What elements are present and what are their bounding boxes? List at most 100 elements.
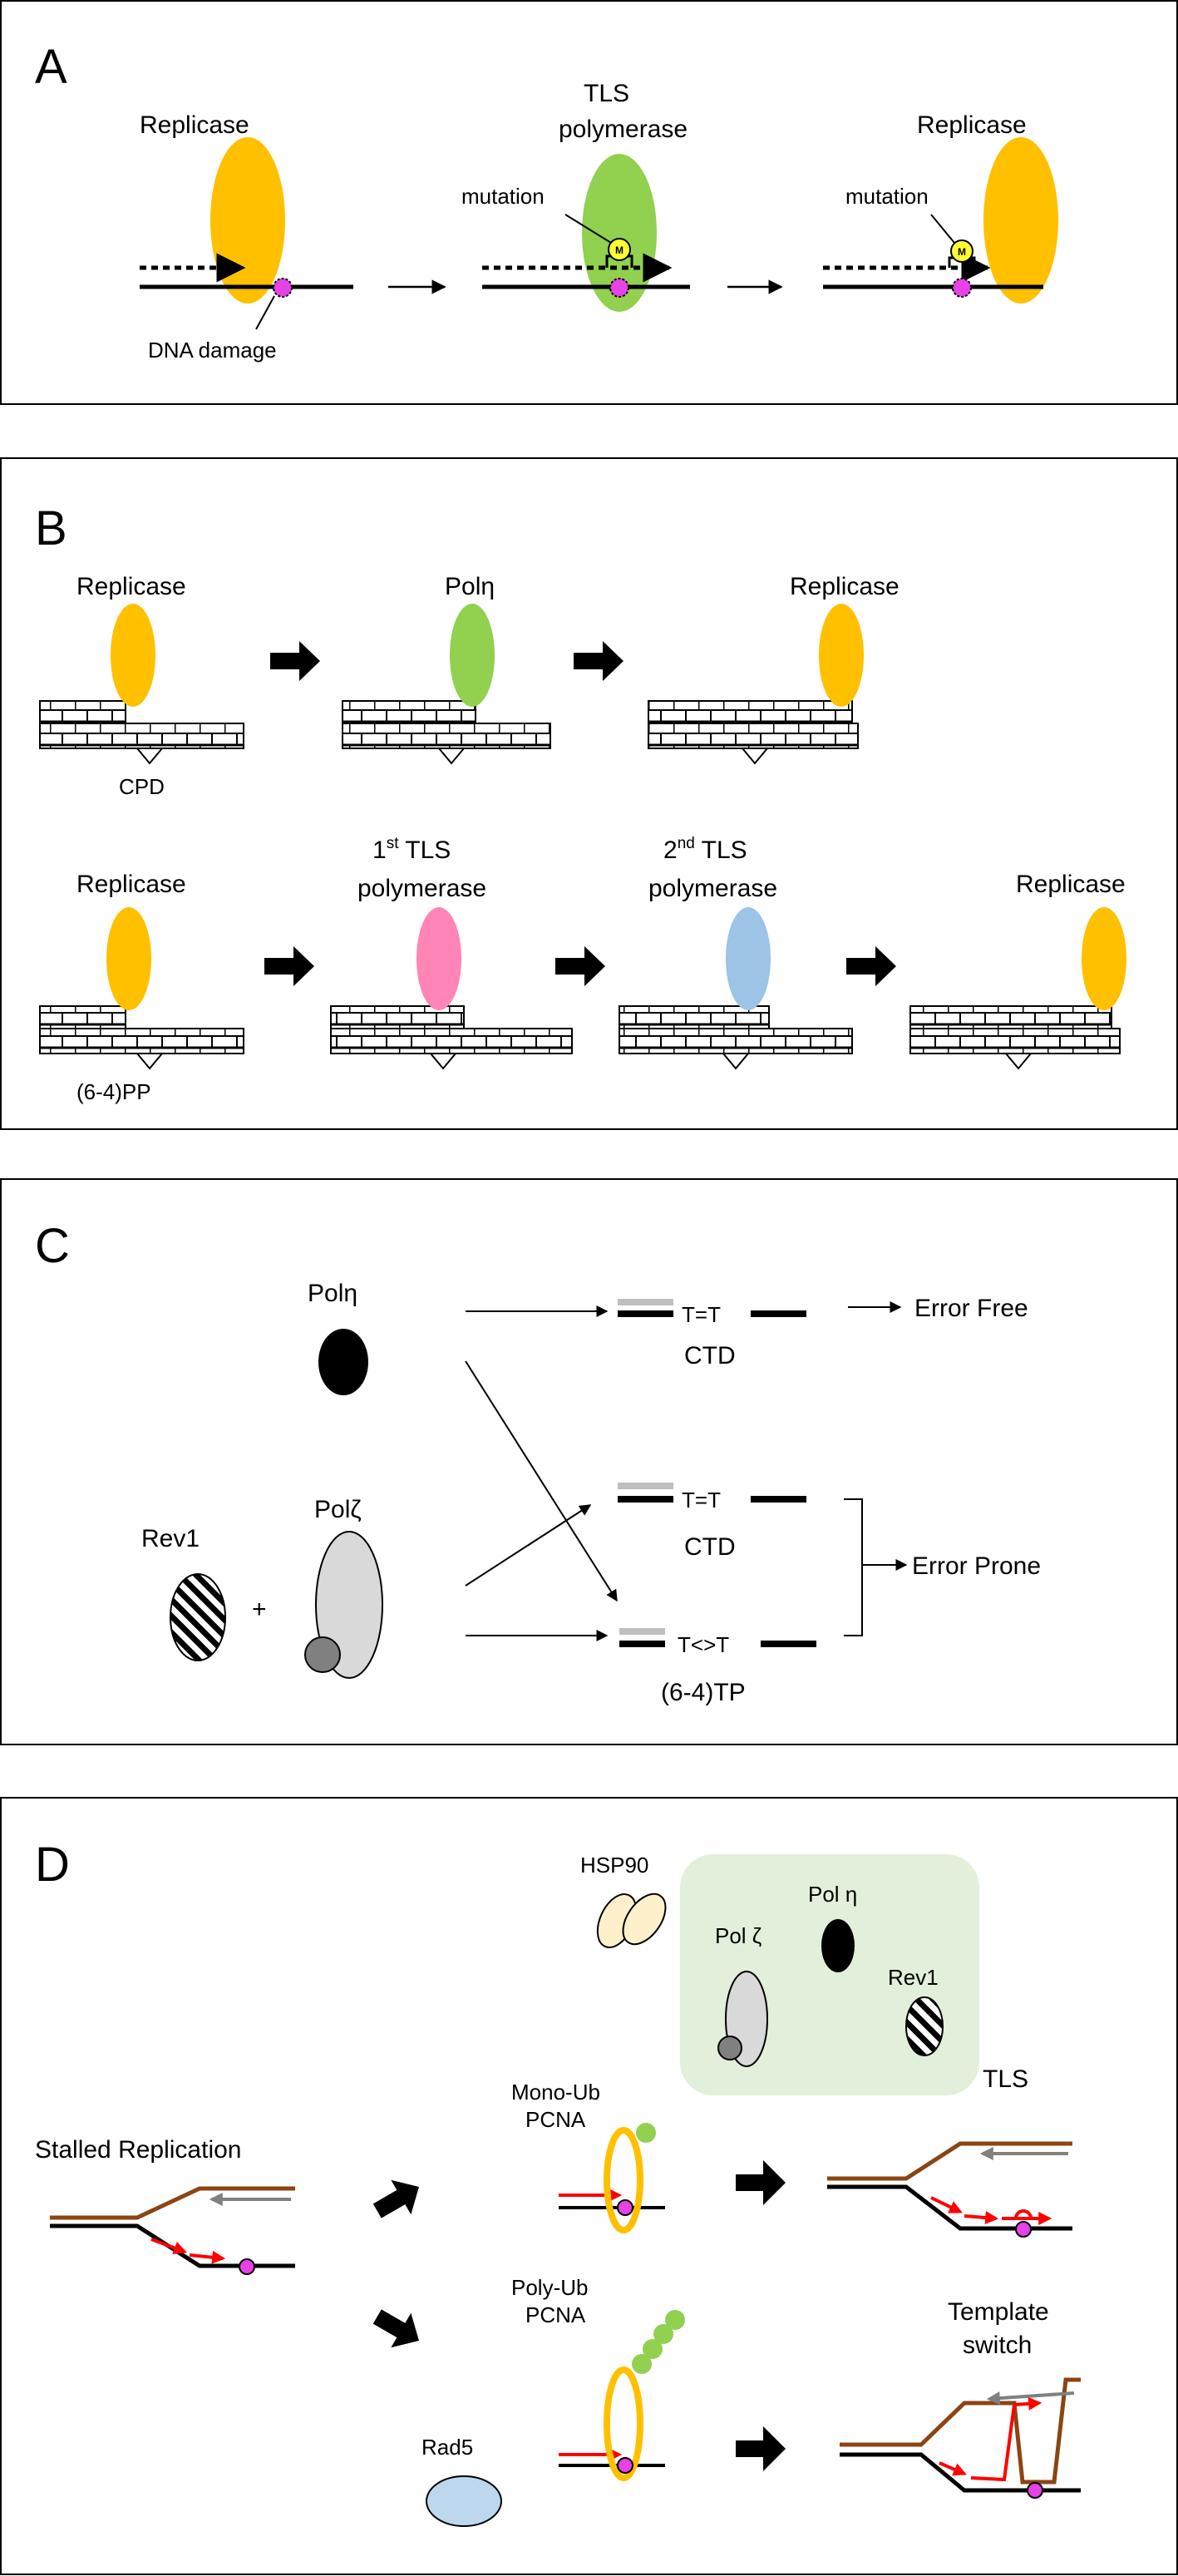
- pol-zeta-subunit: [304, 1636, 341, 1673]
- panel-c-border: [0, 1178, 1178, 1745]
- dna-duplex-template: [39, 1028, 244, 1054]
- parental-strand: [840, 2377, 1081, 2485]
- parental-strand: [827, 2141, 1072, 2181]
- replicase-shape: [111, 604, 155, 707]
- hsp90-subunit: [622, 1893, 667, 1946]
- bracket: [844, 1498, 863, 1636]
- six-four-pp-lesion-icon: [722, 1053, 749, 1070]
- dna-damage-icon: [617, 2457, 633, 2474]
- dna-duplex-template: [342, 723, 551, 749]
- template-switch-label-line2: switch: [963, 2332, 1032, 2359]
- mutation-badge: M: [958, 246, 966, 258]
- replicase-shape: [106, 907, 151, 1010]
- dna-damage-label: DNA damage: [148, 338, 277, 363]
- block-arrow-icon: [736, 2160, 786, 2205]
- pcna-ring: [604, 2127, 643, 2233]
- pol-zeta-label: Polζ: [314, 1496, 362, 1523]
- poly-ub-label: Poly-Ub: [511, 2275, 588, 2300]
- block-arrow-icon: [264, 946, 314, 986]
- dna-damage-icon: [1027, 2482, 1043, 2499]
- pol-zeta-label: Pol ζ: [715, 1923, 762, 1948]
- second-tls-label-line2: polymerase: [648, 875, 777, 902]
- pol-eta-shape: [821, 1919, 855, 1972]
- panel-b-letter: B: [35, 501, 67, 555]
- mono-ub-label-line2: PCNA: [525, 2107, 586, 2132]
- rad5-shape: [426, 2475, 502, 2527]
- mono-ub-label: Mono-Ub: [511, 2080, 600, 2105]
- ctd-label: CTD: [684, 1342, 736, 1369]
- template-strand: [840, 2452, 1081, 2493]
- dna-damage-icon: [952, 278, 972, 298]
- rev1-label: Rev1: [141, 1525, 200, 1552]
- six-four-pp-lesion-icon: [136, 1053, 163, 1070]
- panel-a: A Replicase DNA damage TLS polymerase M …: [0, 0, 1178, 405]
- block-arrow-icon: [555, 946, 605, 986]
- cpd-label: CPD: [119, 774, 165, 799]
- cpd-lesion-icon: [136, 748, 163, 765]
- pol-eta-label: Polη: [308, 1280, 357, 1307]
- pol-eta-shape: [450, 604, 495, 707]
- tls-label: TLS: [584, 80, 629, 107]
- first-tls-label-line2: polymerase: [357, 875, 486, 902]
- replicase-label: Replicase: [140, 111, 249, 139]
- pol-zeta-subunit: [717, 2036, 742, 2060]
- nascent-strand-arrow: [189, 2250, 226, 2264]
- nascent-strand-arrow: [930, 2196, 963, 2213]
- second-tls-polymerase-shape: [726, 907, 771, 1010]
- nascent-strand-arrow: [939, 2461, 967, 2476]
- six-four-pp-lesion-icon: [430, 1053, 456, 1070]
- six-four-tp-label: (6-4)TP: [661, 1679, 746, 1706]
- mutation-pointer: [564, 214, 612, 244]
- dna-duplex-template: [909, 1028, 1121, 1054]
- replicase-shape: [819, 604, 864, 707]
- replicase-label: Replicase: [76, 871, 186, 898]
- first-tls-label: 1st TLS: [372, 835, 451, 864]
- rev1-shape: [170, 1573, 226, 1661]
- dna-damage-icon: [617, 2199, 633, 2216]
- nascent-strand-arrow: [1013, 2396, 1042, 2411]
- panel-b: B Replicase CPD Polη Replicase Replicase…: [0, 457, 1178, 1130]
- stalled-replication-label: Stalled Replication: [35, 2136, 241, 2164]
- block-arrow-icon: [574, 641, 624, 681]
- dna-damage-icon: [609, 278, 629, 298]
- mutation-badge: M: [615, 244, 624, 256]
- poly-ub-label-line2: PCNA: [525, 2302, 586, 2327]
- tt-label: T=T: [682, 1488, 721, 1513]
- panel-d: D HSP90 Pol η Pol ζ Rev1 TLS Stalled Rep…: [0, 1797, 1178, 2575]
- nascent-strand-arrow: [964, 2211, 999, 2224]
- block-arrow-icon: [846, 946, 896, 986]
- mutation-label: mutation: [461, 184, 545, 209]
- lagging-strand: [986, 2391, 1075, 2406]
- panel-c: C Polη Rev1 + Polζ T=T CTD Error Free T=…: [0, 1178, 1178, 1745]
- ctd-label: CTD: [684, 1533, 736, 1561]
- second-tls-label: 2nd TLS: [663, 835, 747, 864]
- ubiquitin-icon: [665, 2310, 685, 2330]
- first-tls-polymerase-shape: [416, 907, 461, 1010]
- replicase-shape: [983, 137, 1058, 303]
- mutation-pointer: [930, 214, 955, 244]
- mutation-icon: [608, 238, 631, 261]
- block-arrow-icon: [372, 2309, 419, 2348]
- pol-eta-label: Polη: [445, 573, 495, 600]
- mutation-label: mutation: [845, 184, 929, 209]
- six-four-pp-label: (6-4)PP: [76, 1079, 151, 1104]
- block-arrow-icon: [736, 2426, 786, 2471]
- cpd-lesion-icon: [438, 748, 465, 765]
- block-arrow-icon: [270, 641, 320, 681]
- mutation-icon: [950, 239, 973, 263]
- dna-duplex-template: [330, 1028, 573, 1054]
- pol-eta-label: Pol η: [808, 1882, 857, 1907]
- dna-damage-icon: [1015, 2221, 1032, 2238]
- arrow-icon: [465, 1360, 618, 1602]
- pcna-ring: [604, 2366, 643, 2481]
- panel-a-border: [0, 0, 1178, 405]
- replicase-label: Replicase: [76, 573, 186, 600]
- plus-sign: +: [252, 1596, 267, 1623]
- tls-polymerase-shape: [582, 154, 657, 312]
- block-arrow-icon: [372, 2179, 419, 2218]
- ubiquitin-icon: [653, 2324, 673, 2344]
- replicase-label: Replicase: [1016, 871, 1126, 898]
- ubiquitin-icon: [632, 2354, 652, 2374]
- rev1-shape: [905, 1996, 944, 2056]
